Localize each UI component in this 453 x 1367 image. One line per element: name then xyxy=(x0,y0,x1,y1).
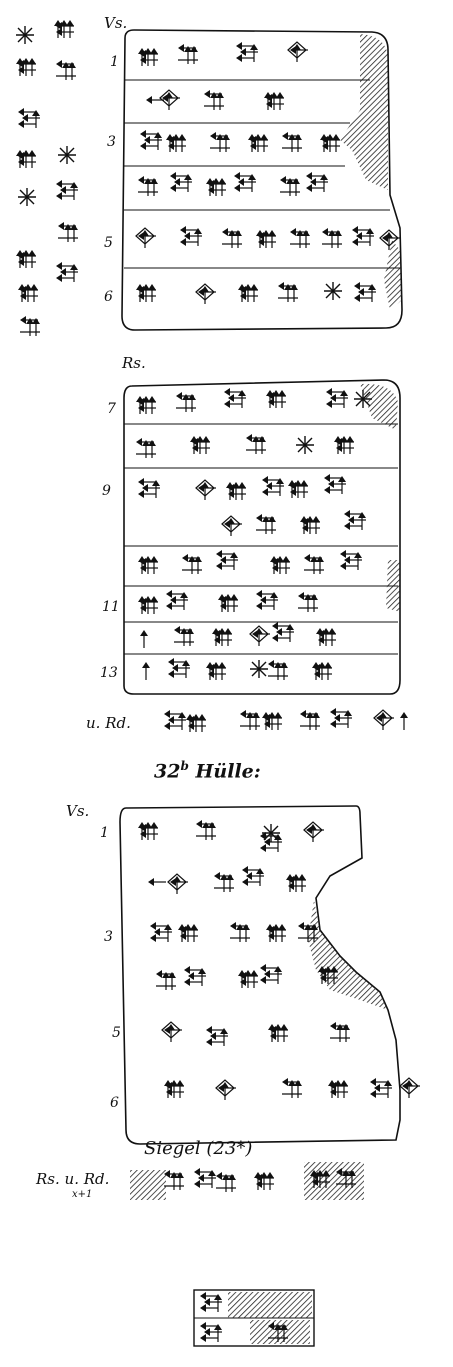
tablet-line-number-6: 6 xyxy=(104,289,113,305)
envelope-line-number-6: 6 xyxy=(110,1095,119,1111)
reverse-line-number-7: 7 xyxy=(107,401,116,417)
envelope-reverse-label: Rs. u. Rd. xyxy=(36,1170,110,1188)
tablet-reverse xyxy=(123,379,409,732)
reverse-line-number-13: 13 xyxy=(100,665,118,681)
seal-impression xyxy=(193,1289,315,1347)
envelope-reverse-signs xyxy=(130,1162,364,1200)
reverse-label: Rs. xyxy=(122,354,146,372)
envelope-heading: 32b Hülle: xyxy=(154,760,261,781)
envelope-heading-word: Hülle: xyxy=(195,760,261,783)
seal-label: Siegel (23*) xyxy=(144,1138,253,1159)
envelope-line-number-5: 5 xyxy=(112,1025,121,1041)
envelope-obverse-label: Vs. xyxy=(66,802,90,820)
envelope-line-number-3: 3 xyxy=(104,929,113,945)
reverse-line-number-9: 9 xyxy=(102,483,111,499)
margin-signs xyxy=(15,20,78,336)
tablet-line-number-5: 5 xyxy=(104,235,113,251)
envelope-heading-number: 32 xyxy=(154,760,181,783)
envelope-line-number-1: 1 xyxy=(100,825,109,841)
lower-edge-label: u. Rd. xyxy=(86,714,131,732)
envelope-reverse-sub: x+1 xyxy=(72,1189,93,1200)
envelope-obverse xyxy=(119,805,420,1145)
envelope-heading-sup: b xyxy=(180,759,189,773)
tablet-line-number-3: 3 xyxy=(107,134,116,150)
reverse-line-number-11: 11 xyxy=(102,599,120,615)
tablet-obverse xyxy=(121,29,403,331)
tablet-obverse-label: Vs. xyxy=(104,14,128,32)
tablet-line-number-1: 1 xyxy=(110,54,119,70)
